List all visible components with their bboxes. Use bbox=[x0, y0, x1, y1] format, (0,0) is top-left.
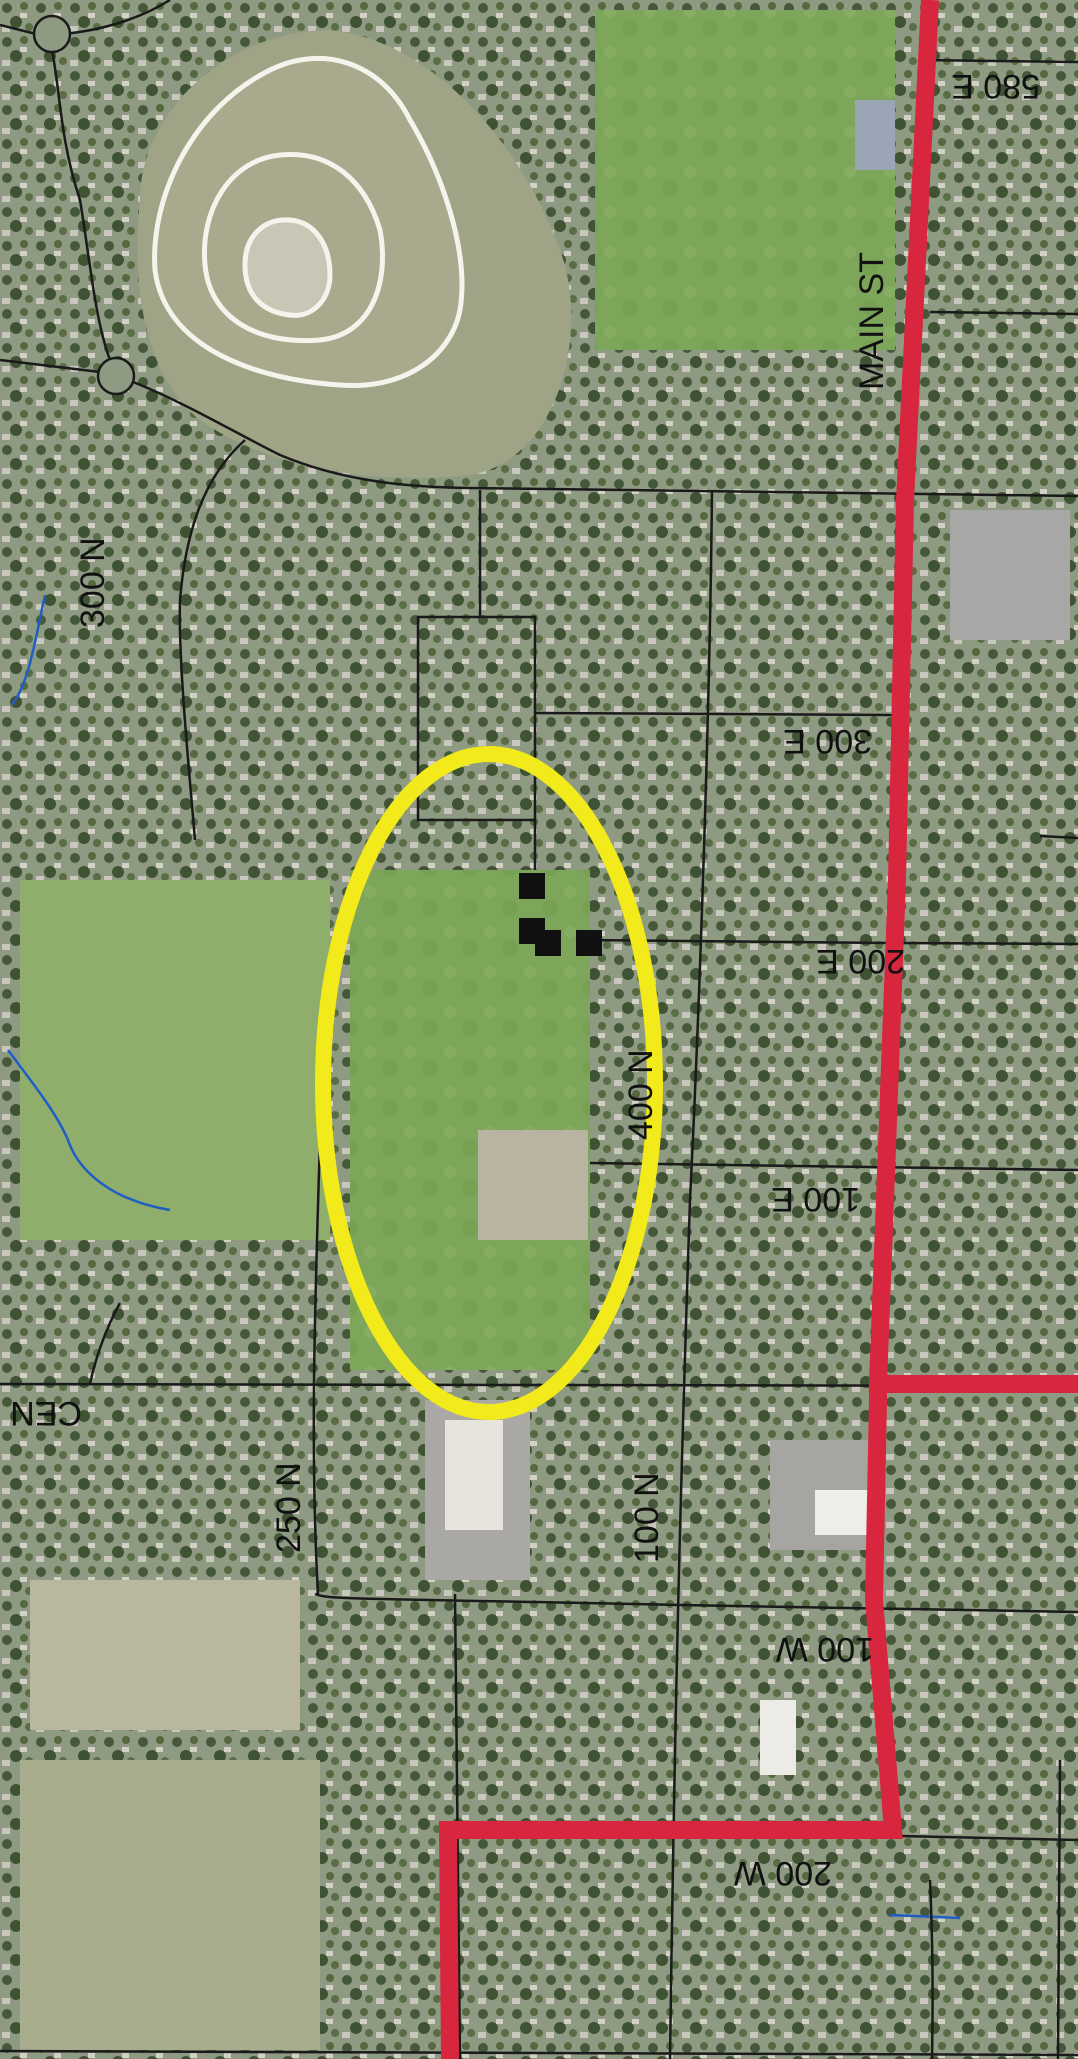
roundabout-circle-icon bbox=[96, 356, 136, 396]
label-250-n: 250 N bbox=[270, 1462, 308, 1553]
church-building bbox=[445, 1420, 503, 1530]
label-300-e: 300 E bbox=[783, 722, 872, 760]
label-580-e: 580 E bbox=[951, 67, 1040, 105]
stream-west bbox=[6, 1049, 171, 1212]
building-south bbox=[760, 1700, 796, 1775]
label-100-e: 100 E bbox=[771, 1180, 860, 1218]
field-south-west bbox=[20, 1760, 320, 2050]
label-300-n: 300 N bbox=[74, 537, 112, 628]
label-100-n: 100 N bbox=[628, 1472, 666, 1563]
building-north bbox=[855, 100, 895, 170]
field-north-east bbox=[595, 10, 895, 350]
parcel-markers bbox=[519, 873, 602, 956]
parcel-marker-square-icon bbox=[576, 930, 602, 956]
stream-north bbox=[10, 594, 47, 706]
label-200-w: 200 W bbox=[734, 1854, 832, 1892]
boundary-line bbox=[438, 0, 1078, 2059]
parcel-marker-square-icon bbox=[535, 930, 561, 956]
field-west bbox=[20, 880, 330, 1240]
label-main-st: MAIN ST bbox=[853, 252, 891, 390]
parking-northeast bbox=[950, 510, 1070, 640]
label-200-e: 200 E bbox=[816, 942, 905, 980]
label-cen: CEN bbox=[10, 1394, 82, 1432]
parcel-marker-square-icon bbox=[519, 873, 545, 899]
field-south-west-2 bbox=[30, 1580, 300, 1730]
stream-southeast bbox=[889, 1913, 961, 1920]
bare-lot bbox=[478, 1130, 588, 1240]
building-east bbox=[815, 1490, 870, 1535]
terraced-hill-icon bbox=[137, 30, 572, 478]
roundabout-circle-icon bbox=[32, 14, 72, 54]
label-400-n: 400 N bbox=[622, 1049, 660, 1140]
label-100-w: 100 W bbox=[776, 1630, 874, 1668]
highlight-ellipse bbox=[315, 746, 663, 1420]
